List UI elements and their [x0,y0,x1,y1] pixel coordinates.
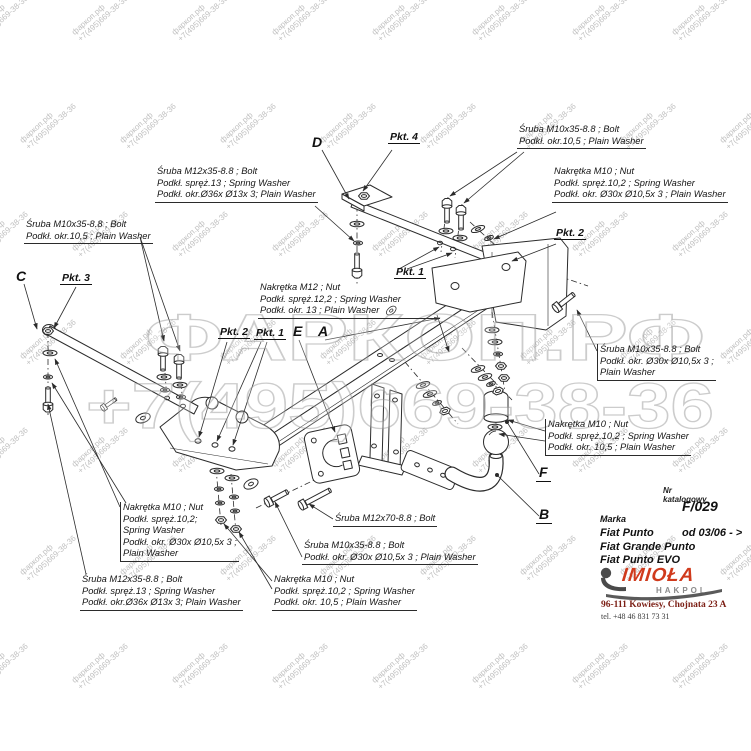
leader-dot-b [495,473,499,477]
vehicle-model-row: Fiat Punto EVO [600,554,680,566]
leader-dot-f [505,420,509,424]
imiola-logo: IMIOŁA HAKPOL [598,565,730,601]
part-letter-d: D [312,134,323,150]
callout-line: Podkł. okr.Ø36x Ø13x 3; Plain Washer [82,597,241,608]
part-callout-c9: Śruba M12x70-8.8 ; Bolt [333,513,438,527]
callout-line: Podkł. okr. 10,5 ; Plain Washer [274,597,402,608]
vehicle-model-name: Fiat Grande Punto [600,540,696,553]
callout-line: Śruba M10x35-8.8 ; Bolt [519,124,620,134]
callout-line: Śruba M10x35-8.8 ; Bolt [26,219,127,229]
part-letter-b: B [536,506,553,524]
support-bracket [357,383,407,476]
callout-line: Podkł. okr.Ø36x Ø13x 3; Plain Washer [157,189,316,200]
point-marker-3: Pkt. 2 [218,326,251,339]
company-phone: tel. +48 46 831 73 31 [601,612,670,621]
callout-line: Nakrętka M10 ; Nut [554,166,635,176]
callout-line: Podkł. spręż.13 ; Spring Washer [157,177,291,188]
callout-line: Nakrętka M10 ; Nut [548,419,629,429]
callout-line: Nakrętka M10 ; Nut [274,574,355,584]
callout-line: Plain Washer [123,548,179,559]
big-watermark-line1: ФАРКОП.РФ [145,300,705,374]
point-marker-6: Pkt. 2 [554,227,587,240]
big-watermark-line2: +7(495)669-38-36 [86,370,714,442]
logo-subtitle: HAKPOL [656,586,708,595]
leader-lines [23,149,598,590]
callout-line: Podkł. spręż.10,2; [123,513,198,524]
callout-line: Śruba M10x35-8.8 ; Bolt [304,540,405,550]
callout-line: Podkł. okr.10,5 ; Plain Washer [519,135,644,146]
lock-housing-plate [303,424,361,484]
callout-line: Podkł. okr. Ø30x Ø10,5x 3 ; [123,536,237,547]
part-letter-a: A [318,323,329,339]
callout-line: Podkł. okr. 10,5 ; Plain Washer [548,442,676,453]
vehicle-model-row: Fiat Grande Punto [600,541,695,553]
callout-line: Śruba M12x35-8.8 ; Bolt [82,574,183,584]
callout-line: Podkł. okr. Ø30x Ø10,5x 3 ; Plain Washer [304,551,476,562]
callout-line: Nakrętka M12 ; Nut [260,282,341,292]
callout-line: Podkł. spręż.10,2 ; Spring Washer [554,177,695,188]
marka-label: Marka [600,514,627,524]
part-letter-c: C [16,268,27,284]
callout-line: Śruba M12x70-8.8 ; Bolt [335,513,436,523]
towball-hook-icon [600,567,722,601]
callout-line: Spring Washer [123,525,185,536]
company-address: 96-111 Kowiesy, Chojnata 23 A [601,600,727,610]
callout-line: Podkł. okr.10,5 ; Plain Washer [26,230,151,241]
callout-line: Plain Washer [600,367,656,378]
point-marker-2: Pkt. 3 [60,272,93,285]
vehicle-model-row: Fiat Punto od 03/06 - > [600,527,742,539]
callout-line: Podkł. spręż.10,2 ; Spring Washer [274,585,415,596]
vehicle-model-note: od 03/06 - > [682,527,743,539]
point-marker-1: Pkt. 4 [388,131,421,144]
callout-line: Śruba M12x35-8.8 ; Bolt [157,166,258,176]
callout-line: Śruba M10x35-8.8 ; Bolt [600,344,701,354]
point-marker-5: Pkt. 1 [394,266,427,279]
callout-line: Podkł. spręż.10,2 ; Spring Washer [548,430,689,441]
callout-line: Podkł. okr. Ø30x Ø10,5x 3 ; Plain Washer [554,189,726,200]
catalog-number-label: Nr katalogowy [663,486,707,504]
right-end-bracket [431,237,569,331]
callout-line: Podkł. okr. 13 ; Plain Washer [260,305,380,316]
vehicle-model-name: Fiat Punto EVO [600,554,681,566]
big-watermark: ФАРКОП.РФ +7(495)669-38-36 [85,299,714,442]
callout-line: Podkł. okr. Ø30x Ø10,5x 3 ; [600,355,714,366]
part-letter-f: F [536,464,551,482]
catalog-number-value: F/029 [682,498,718,514]
vehicle-model-name: Fiat Punto [600,527,654,539]
logo-wordmark: IMIOŁA [620,565,696,586]
left-end-bracket [159,396,280,471]
callout-line: Nakrętka M10 ; Nut [123,502,204,512]
part-letter-e: E [293,323,303,339]
callout-line: Podkł. spręż.12,2 ; Spring Washer [260,293,401,304]
callout-line: Podkł. spręż.13 ; Spring Washer [82,585,216,596]
point-marker-4: Pkt. 1 [254,327,287,340]
